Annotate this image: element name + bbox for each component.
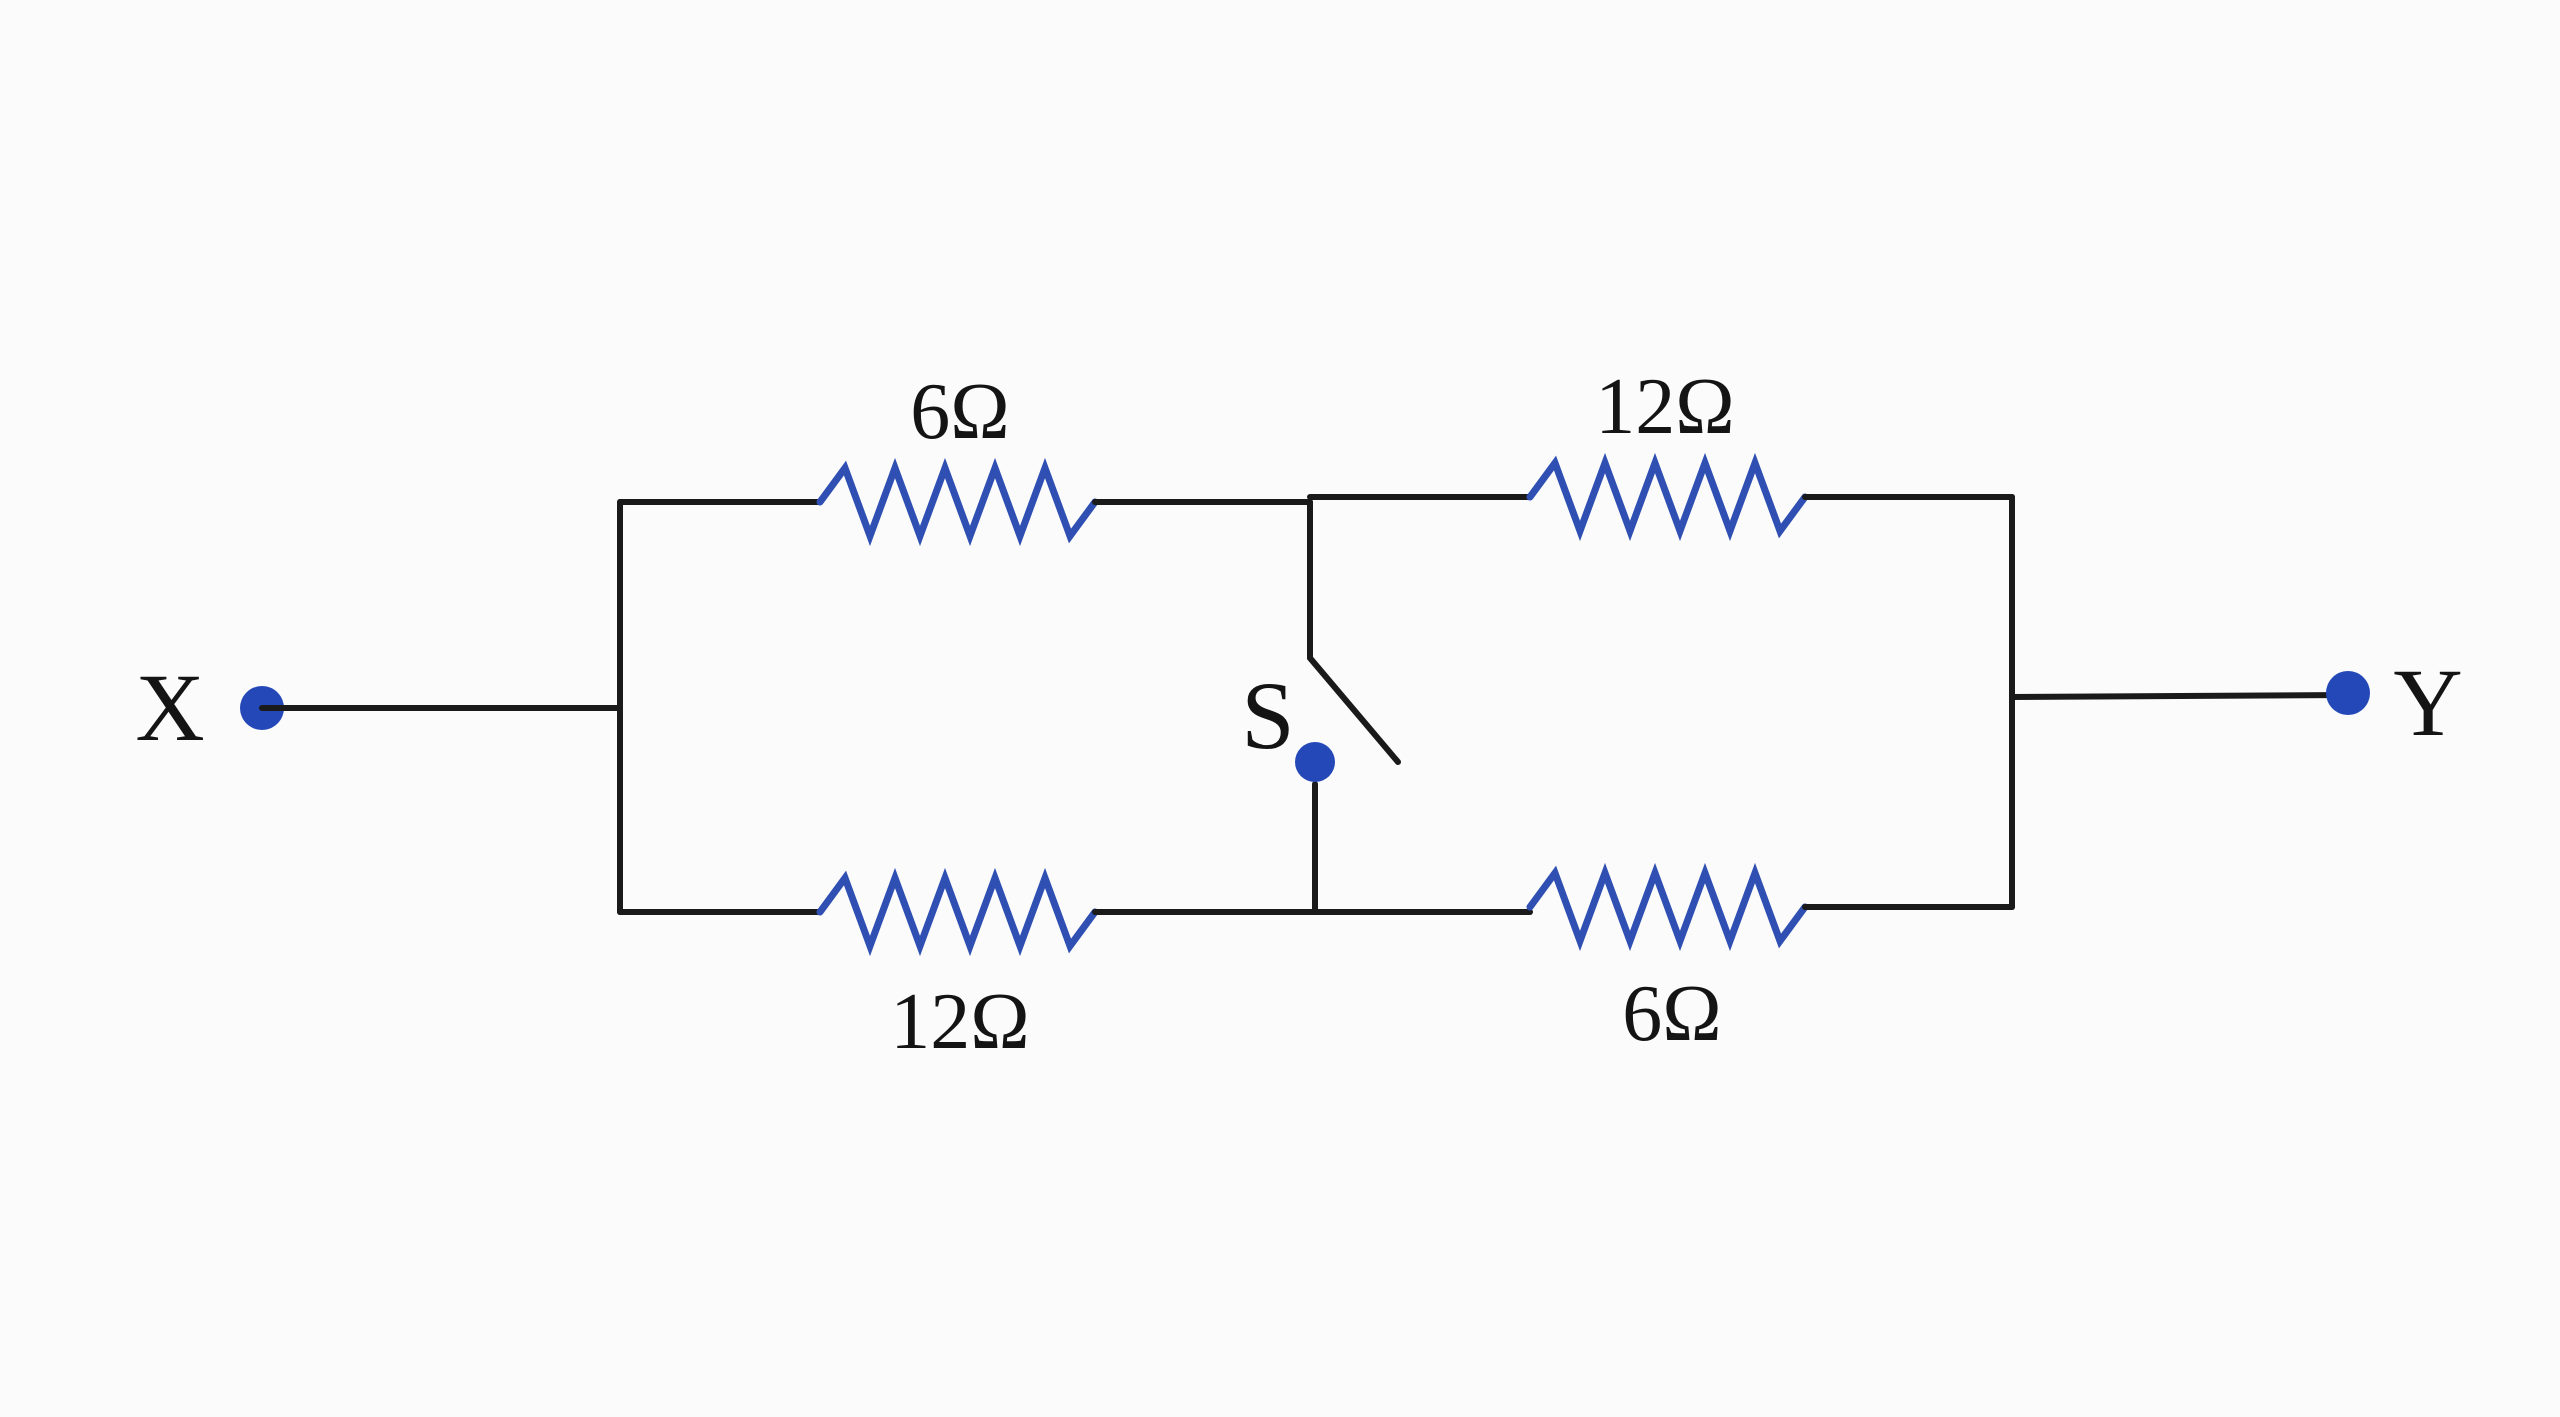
wire-y-lead — [2009, 692, 2351, 700]
resistor-top-left — [816, 457, 1099, 547]
resistor-bottom-right — [1526, 862, 1809, 952]
switch-s — [1295, 499, 1401, 915]
terminal-y-label: Y — [2393, 649, 2462, 756]
resistor-bottom-left — [816, 867, 1099, 957]
resistor-top-right-label: 12Ω — [1595, 363, 1734, 451]
resistor-top-left-label: 6Ω — [910, 368, 1009, 456]
resistor-bottom-left-label: 12Ω — [890, 978, 1029, 1066]
resistor-top-right — [1526, 452, 1809, 542]
switch-label: S — [1241, 662, 1294, 769]
resistor-bottom-right-label: 6Ω — [1622, 970, 1721, 1058]
terminal-y-dot — [2326, 671, 2370, 715]
switch-contact-dot — [1295, 742, 1335, 782]
terminal-x-label: X — [135, 654, 204, 761]
